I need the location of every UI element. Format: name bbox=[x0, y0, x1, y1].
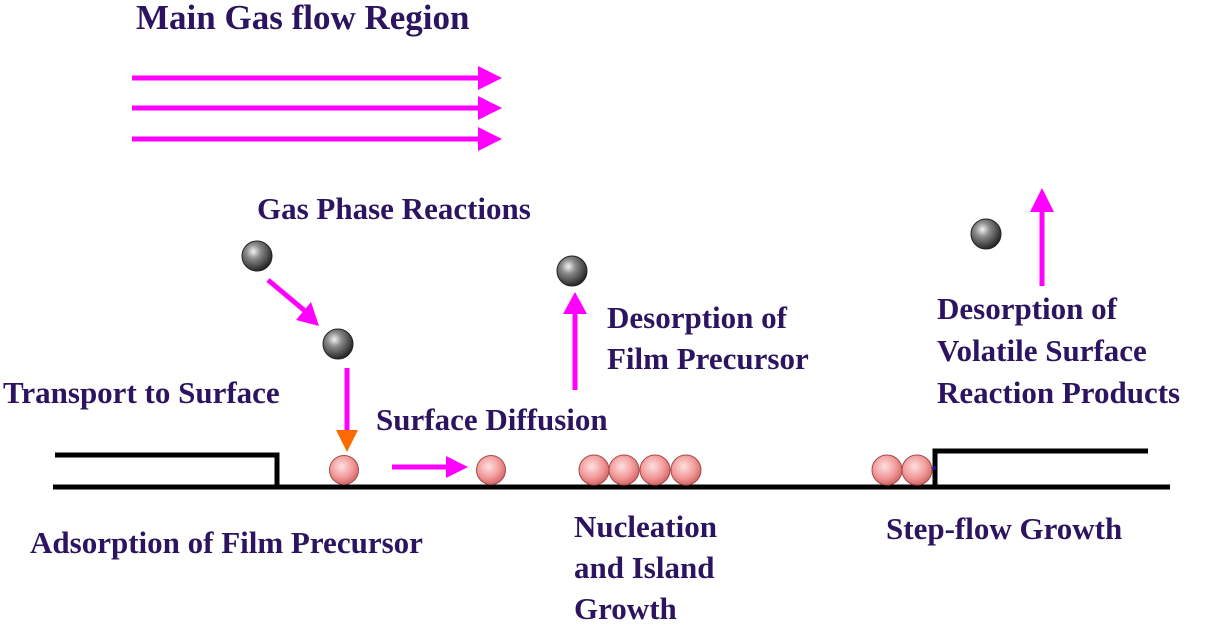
adsorption-label: Adsorption of Film Precursor bbox=[30, 525, 423, 560]
gas-molecule-2 bbox=[322, 328, 354, 360]
island-atom-3 bbox=[639, 454, 671, 486]
left-step-terrace bbox=[55, 452, 280, 487]
main-gas-flow-label: Main Gas flow Region bbox=[136, 0, 470, 37]
surface-diffusion-arrow bbox=[392, 456, 468, 478]
diffusing-atom bbox=[476, 455, 506, 485]
nucleation-line-3: Growth bbox=[574, 591, 677, 626]
step-flow-label: Step-flow Growth bbox=[886, 511, 1123, 546]
desorption-volatile-line-3: Reaction Products bbox=[937, 375, 1181, 410]
desorption-film-line-2: Film Precursor bbox=[607, 341, 809, 376]
island-atoms bbox=[578, 454, 702, 486]
nucleation-line-2: and Island bbox=[574, 550, 715, 585]
nucleation-line-1: Nucleation bbox=[574, 509, 717, 544]
flow-arrow-3 bbox=[132, 127, 502, 151]
flow-arrow-2 bbox=[132, 96, 502, 120]
desorption-film-line-1: Desorption of bbox=[607, 300, 787, 335]
step-atom-1 bbox=[871, 454, 903, 486]
adsorption-arrow bbox=[336, 368, 358, 452]
surface-diffusion-label: Surface Diffusion bbox=[376, 402, 608, 437]
transport-to-surface-label: Transport to Surface bbox=[3, 375, 280, 410]
desorption-volatile-line-2: Volatile Surface bbox=[937, 333, 1147, 368]
transport-arrow bbox=[266, 278, 319, 326]
gas-molecule-4 bbox=[970, 218, 1002, 250]
nucleation-label: Nucleation and Island Growth bbox=[574, 506, 717, 629]
adsorbed-atom bbox=[329, 455, 359, 485]
desorption-volatile-label: Desorption of Volatile Surface Reaction … bbox=[937, 288, 1180, 414]
step-atom-2 bbox=[901, 454, 933, 486]
island-atom-2 bbox=[608, 454, 640, 486]
substrate-surface bbox=[53, 448, 1170, 490]
desorption-film-arrow bbox=[563, 292, 587, 390]
desorption-volatile-arrow bbox=[1030, 188, 1054, 286]
desorption-film-label: Desorption of Film Precursor bbox=[607, 297, 809, 379]
right-step-terrace bbox=[932, 448, 1148, 487]
gas-molecule-1 bbox=[241, 240, 273, 272]
island-atom-1 bbox=[578, 454, 610, 486]
step-flow-atoms bbox=[871, 454, 936, 486]
desorption-volatile-line-1: Desorption of bbox=[937, 291, 1117, 326]
gas-flow-arrows bbox=[132, 66, 502, 151]
step-marker bbox=[932, 466, 936, 470]
island-atom-4 bbox=[670, 454, 702, 486]
gas-phase-reactions-label: Gas Phase Reactions bbox=[257, 191, 531, 226]
gas-molecule-3 bbox=[556, 255, 588, 287]
flow-arrow-1 bbox=[132, 66, 502, 90]
